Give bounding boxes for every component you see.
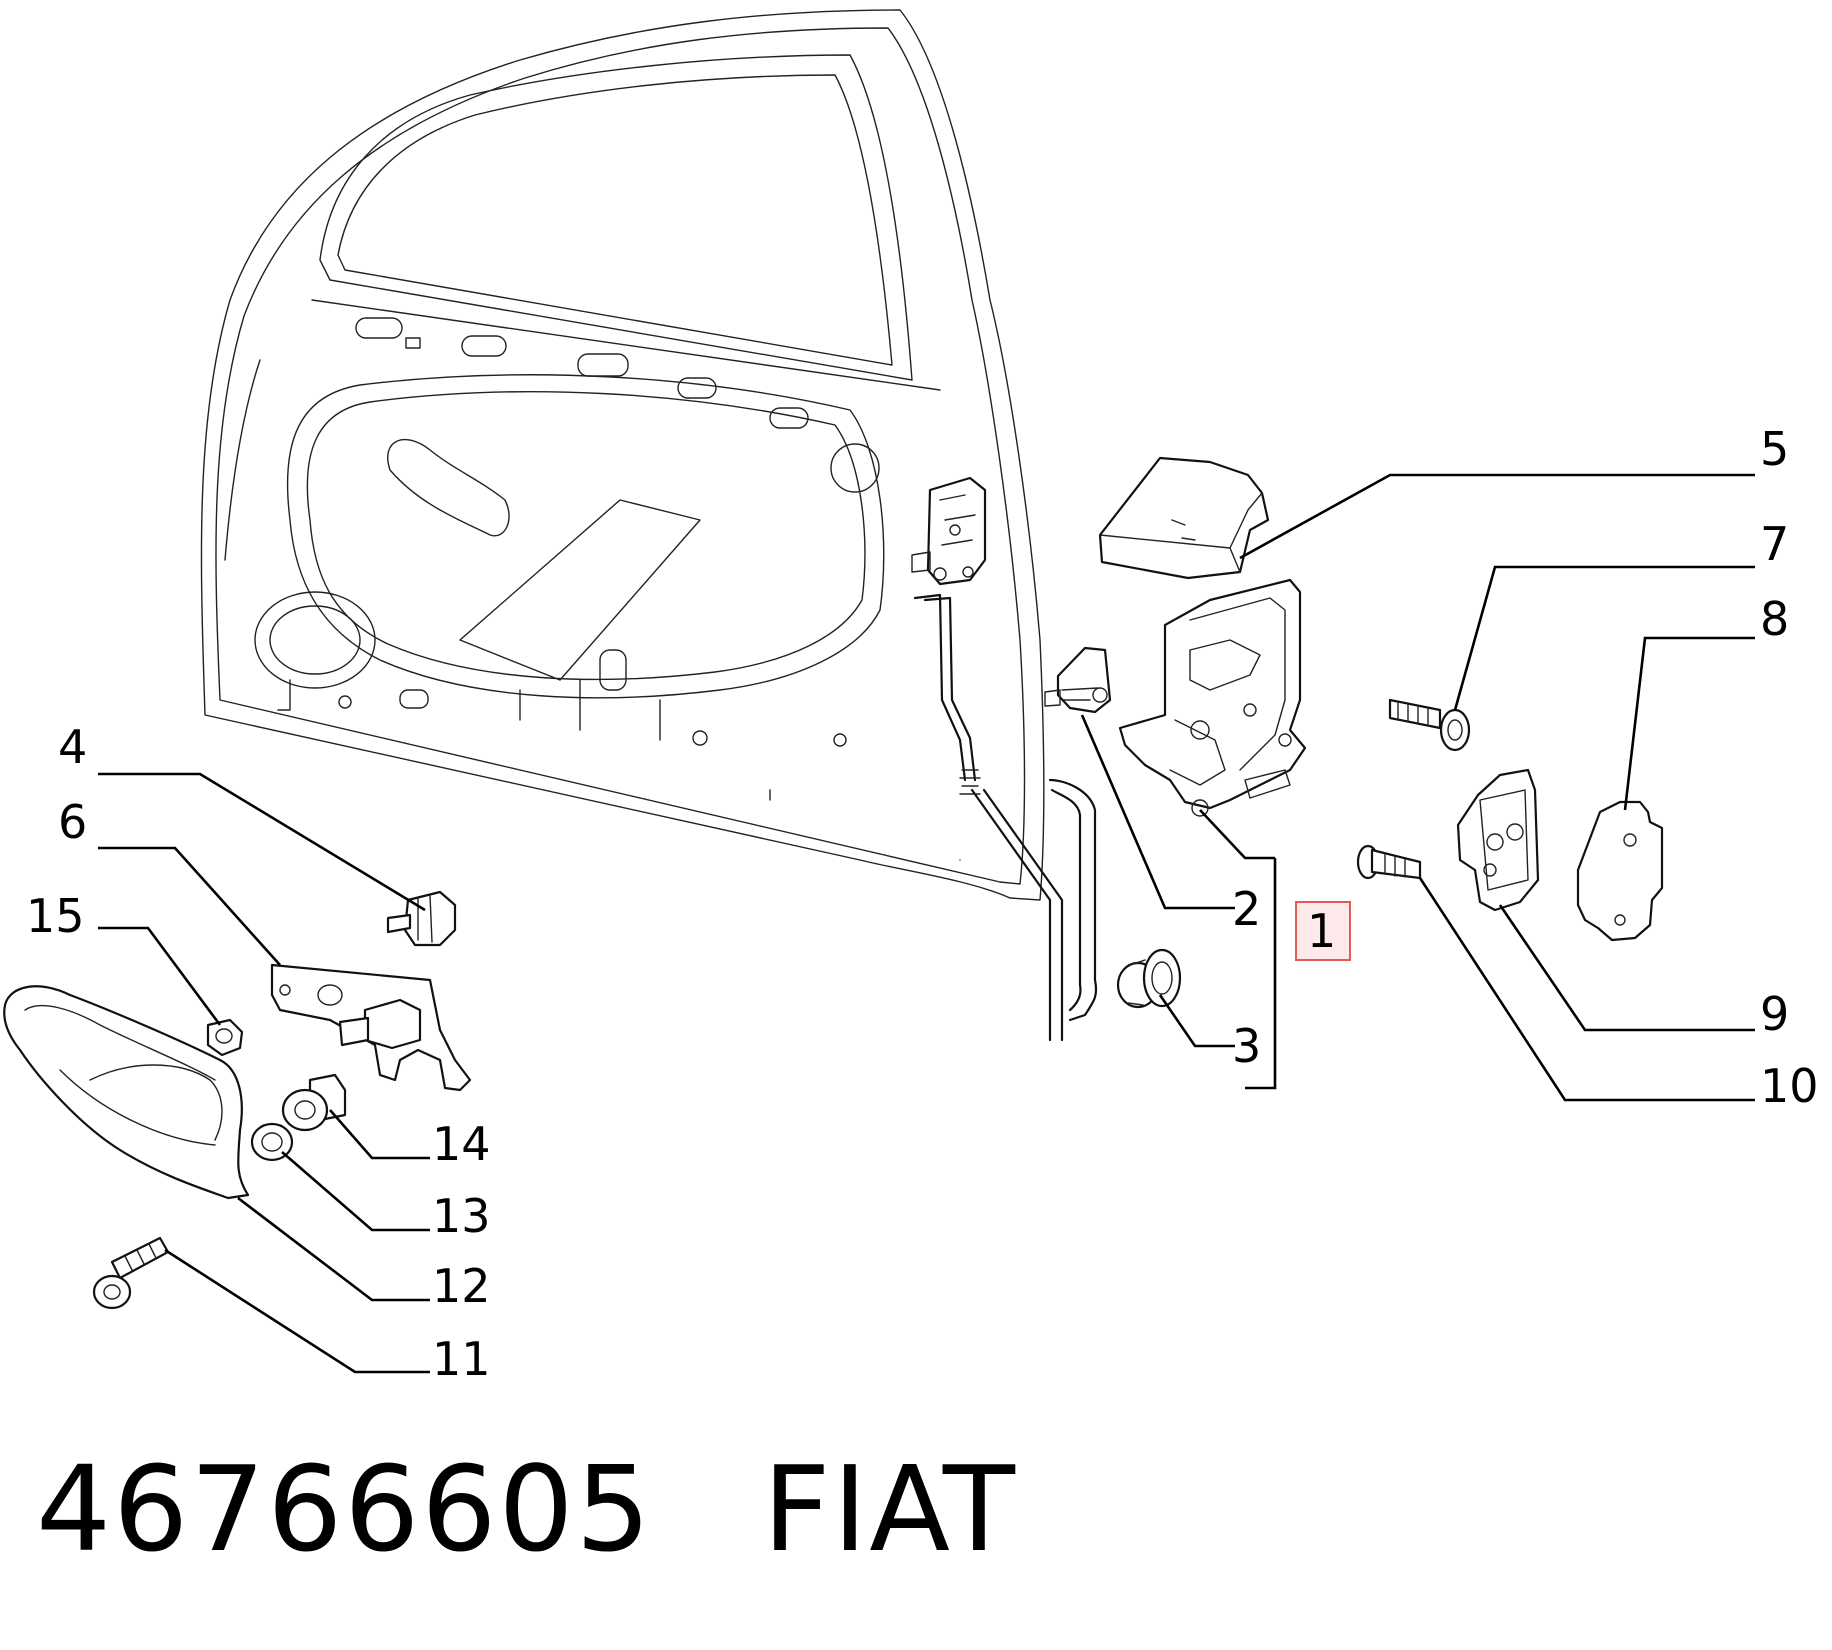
part-2-lever [1044, 646, 1112, 714]
part-13-washer [250, 1122, 294, 1162]
part-6-bracket [270, 963, 472, 1092]
callout-1: 1 [1307, 904, 1336, 958]
part-caption: 46766605 FIAT [36, 1440, 1017, 1578]
callout-9: 9 [1760, 987, 1789, 1041]
callout-4: 4 [58, 720, 87, 774]
door-lock-installed [911, 476, 987, 586]
part-1-lock-body [1118, 578, 1307, 817]
callout-10: 10 [1760, 1059, 1819, 1113]
callout-1-highlight-box [1295, 901, 1351, 961]
callout-11: 11 [432, 1332, 491, 1386]
callout-2: 2 [1232, 882, 1261, 936]
door-panel-outline [200, 9, 1045, 901]
part-10-screw [1356, 844, 1422, 880]
callout-8: 8 [1760, 592, 1789, 646]
part-8-gasket [1576, 800, 1664, 942]
part-14-bushing [281, 1073, 347, 1132]
part-12-handle [3, 985, 250, 1200]
brand-name: FIAT [762, 1440, 1017, 1578]
part-11-screw [92, 1236, 170, 1310]
leader-lines [98, 473, 1755, 1374]
callout-13: 13 [432, 1189, 491, 1243]
part-15-nut [206, 1018, 244, 1057]
part-9-striker [1456, 768, 1540, 912]
callout-3: 3 [1232, 1019, 1261, 1073]
callout-15: 15 [26, 889, 85, 943]
part-3-cylinder [1116, 948, 1182, 1009]
part-number: 46766605 [36, 1440, 653, 1578]
callout-6: 6 [58, 795, 87, 849]
callout-7: 7 [1760, 517, 1789, 571]
linkage-rods [913, 593, 1098, 1042]
part-7-bolt [1388, 698, 1471, 752]
part-4-clip [386, 890, 457, 947]
callout-14: 14 [432, 1117, 491, 1171]
part-5-cover [1098, 456, 1270, 580]
callout-5: 5 [1760, 422, 1789, 476]
callout-12: 12 [432, 1259, 491, 1313]
callout-labels: 1 2 3 4 5 6 7 8 9 10 11 12 13 14 15 [26, 422, 1819, 1386]
